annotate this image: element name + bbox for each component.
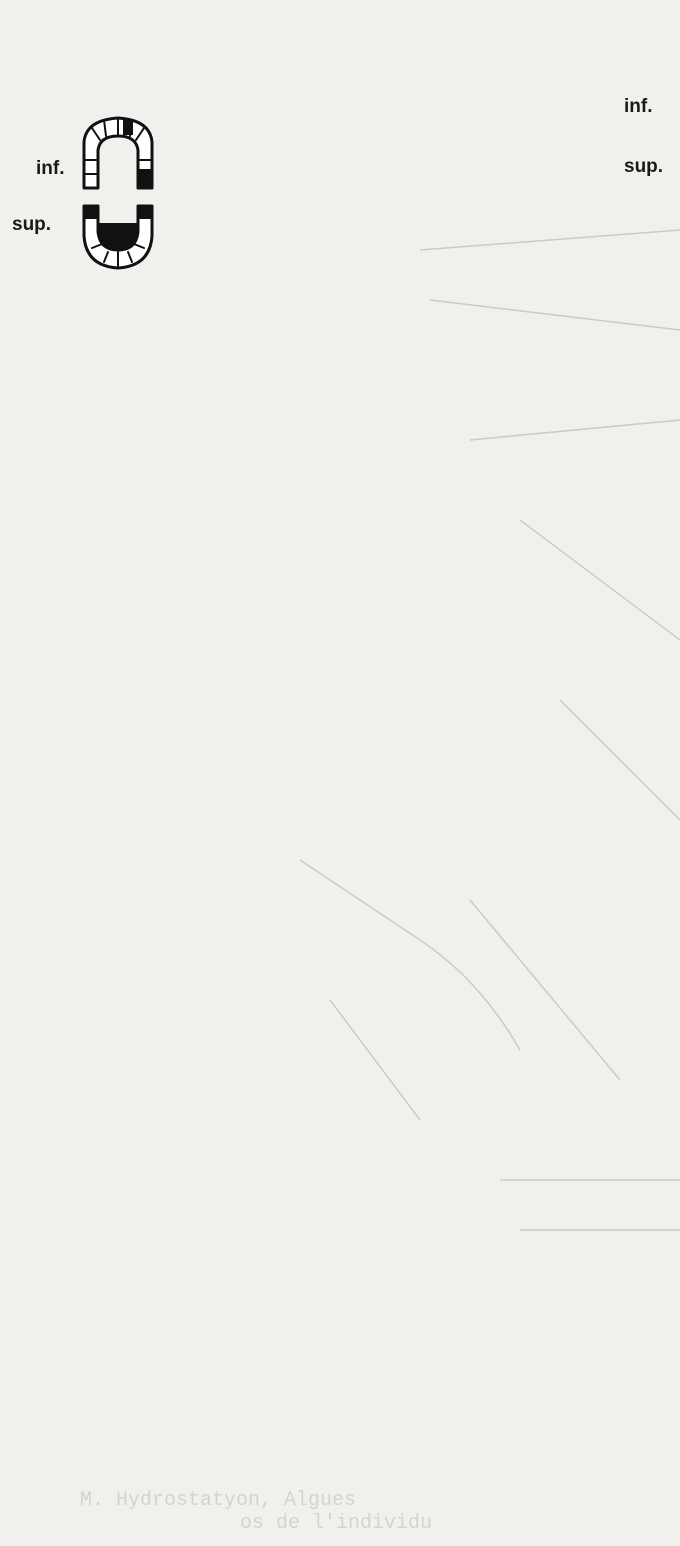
- label-lower-jaw-large: inf.: [624, 96, 653, 118]
- label-upper-jaw-small: sup.: [12, 214, 51, 236]
- label-lower-jaw-small: inf.: [36, 158, 65, 180]
- dental-chart-small: [84, 118, 152, 268]
- svg-text:os de l'individu: os de l'individu: [240, 1512, 432, 1535]
- bleed-through: M. Hydrostatyon, Algues os de l'individu: [80, 230, 680, 1535]
- svg-text:M. Hydrostatyon, Algues: M. Hydrostatyon, Algues: [80, 1489, 356, 1512]
- label-upper-jaw-large: sup.: [624, 156, 663, 178]
